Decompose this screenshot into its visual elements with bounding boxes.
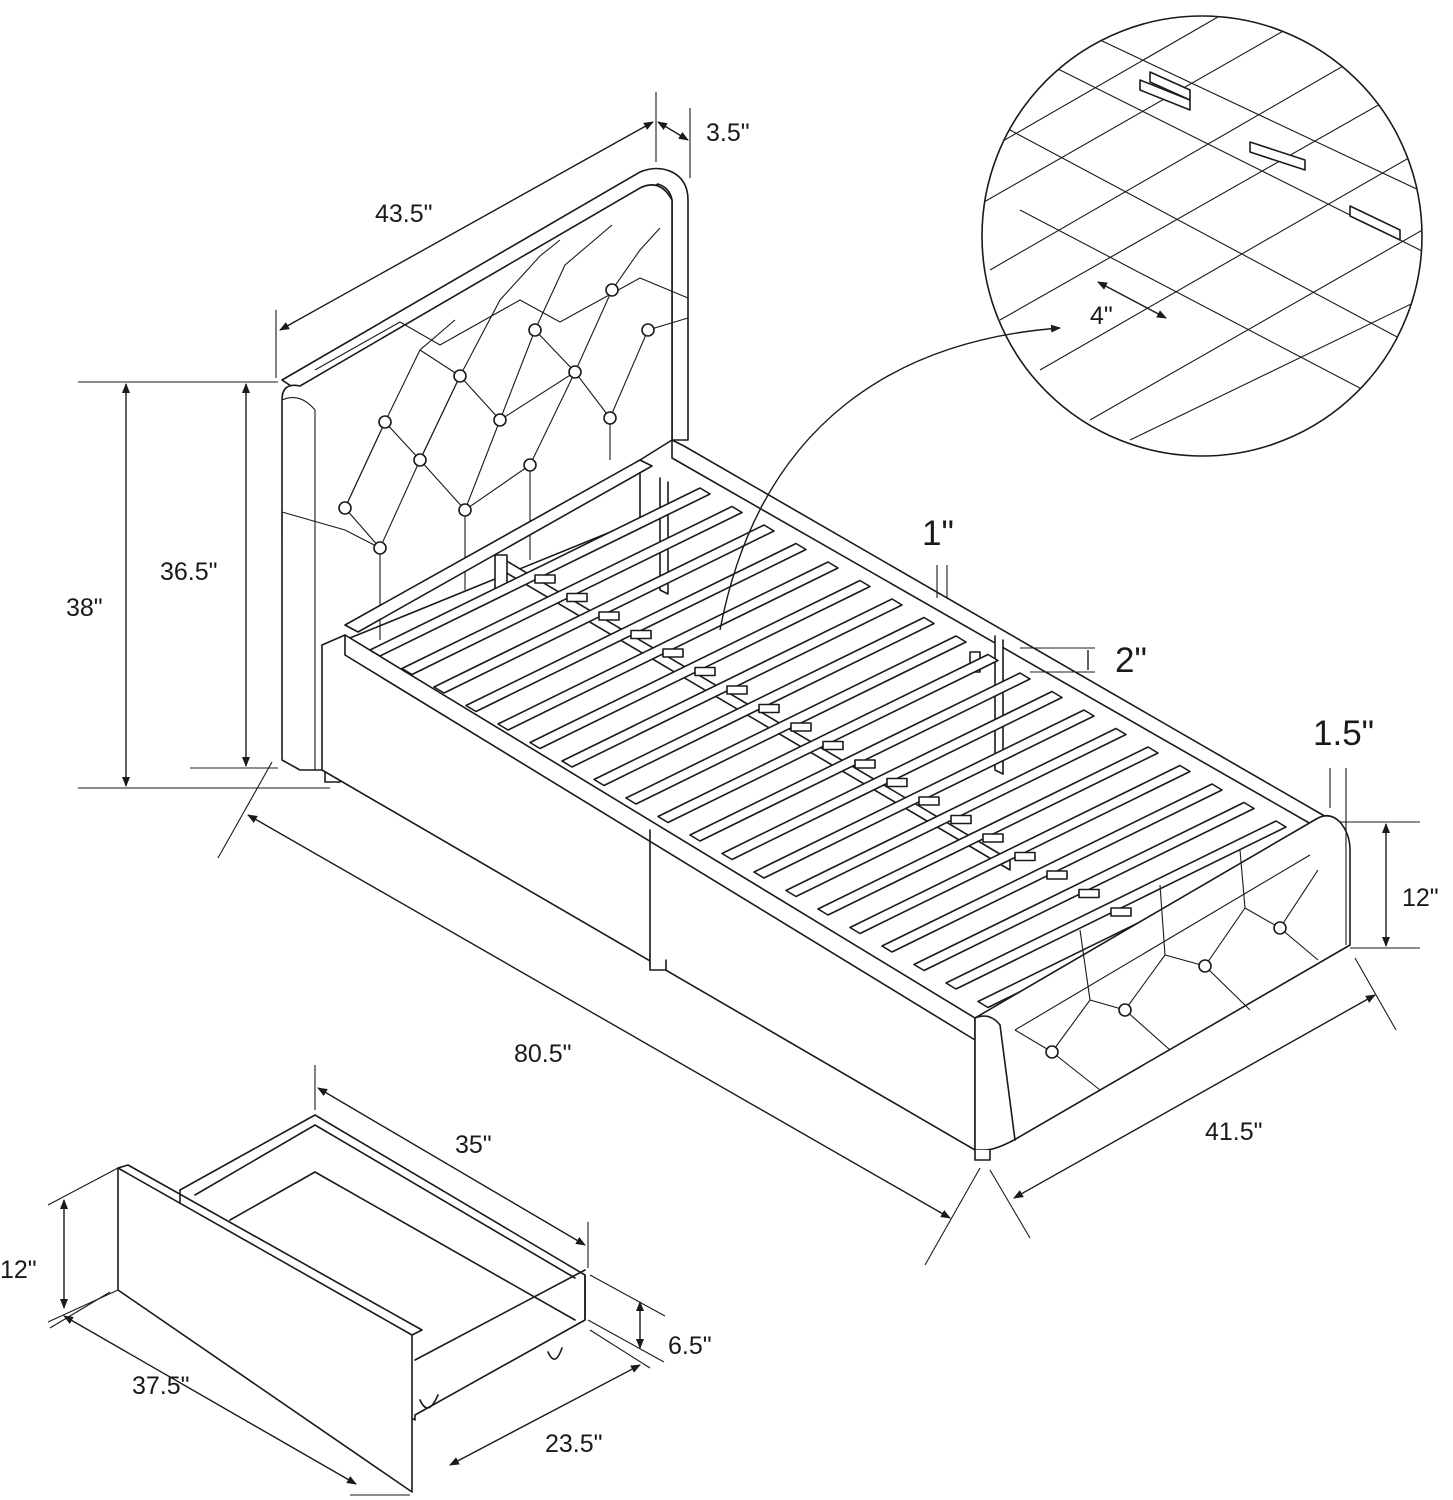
label-drawer-height: 12"	[0, 1256, 37, 1284]
slat	[561, 598, 903, 768]
slat	[657, 653, 999, 824]
slat-clip	[662, 648, 684, 658]
slat-clip	[790, 722, 812, 732]
slat-clip	[1046, 870, 1068, 880]
label-overall-width: 41.5"	[1205, 1118, 1263, 1146]
slat-clip	[822, 740, 844, 751]
slat	[529, 579, 871, 750]
drawer	[117, 1114, 586, 1493]
label-rail-gap: 2"	[1115, 641, 1147, 680]
slat-clip	[982, 833, 1004, 843]
label-drawer-depth: 23.5"	[545, 1430, 603, 1458]
slat	[433, 524, 775, 694]
footboard	[974, 814, 1351, 1161]
slat	[785, 727, 1127, 898]
label-drawer-inner-height: 6.5"	[668, 1332, 712, 1360]
label-overall-length: 80.5"	[514, 1040, 572, 1068]
label-headboard-width: 43.5"	[375, 200, 433, 228]
slat-clip	[950, 814, 972, 825]
slat	[753, 709, 1095, 879]
label-slat-spacing: 4"	[1090, 302, 1113, 330]
slat	[593, 616, 935, 787]
slat-clip	[854, 759, 876, 769]
label-drawer-front-length: 37.5"	[132, 1372, 190, 1400]
slat	[817, 746, 1159, 916]
label-footboard-height: 12"	[1402, 884, 1439, 912]
label-overall-height: 38"	[66, 594, 103, 622]
slat	[625, 635, 967, 805]
label-headboard-height: 36.5"	[160, 558, 218, 586]
label-footboard-thickness: 1.5"	[1313, 714, 1374, 753]
slat	[689, 672, 1031, 842]
slat	[849, 764, 1191, 935]
slat	[401, 505, 743, 676]
slat-clip	[758, 703, 780, 714]
slat-clip	[566, 592, 588, 603]
slat-clip	[534, 574, 556, 584]
slat-clip	[598, 611, 620, 621]
label-drawer-length: 35"	[455, 1131, 492, 1159]
slat	[369, 487, 711, 657]
slat-clip	[726, 685, 748, 695]
slat-clip	[1014, 851, 1036, 862]
slat	[497, 561, 839, 731]
slat	[465, 542, 807, 713]
slat-clip	[630, 629, 652, 640]
slat-clip	[918, 796, 940, 806]
slat-clip	[1110, 907, 1132, 917]
dimension-labels: 43.5" 3.5" 38" 36.5" 4" 1" 2" 1.5" 12" 8…	[0, 119, 1439, 1458]
slat-clip	[1078, 888, 1100, 899]
slat	[721, 690, 1063, 861]
label-headboard-depth: 3.5"	[706, 119, 750, 147]
slat	[945, 820, 1287, 990]
dimension-lines	[47, 92, 1420, 1496]
slat-detail-callout	[719, 15, 1423, 631]
slat-clip	[694, 666, 716, 677]
slat-clip	[886, 777, 908, 788]
label-slat-thickness: 1"	[922, 514, 954, 553]
